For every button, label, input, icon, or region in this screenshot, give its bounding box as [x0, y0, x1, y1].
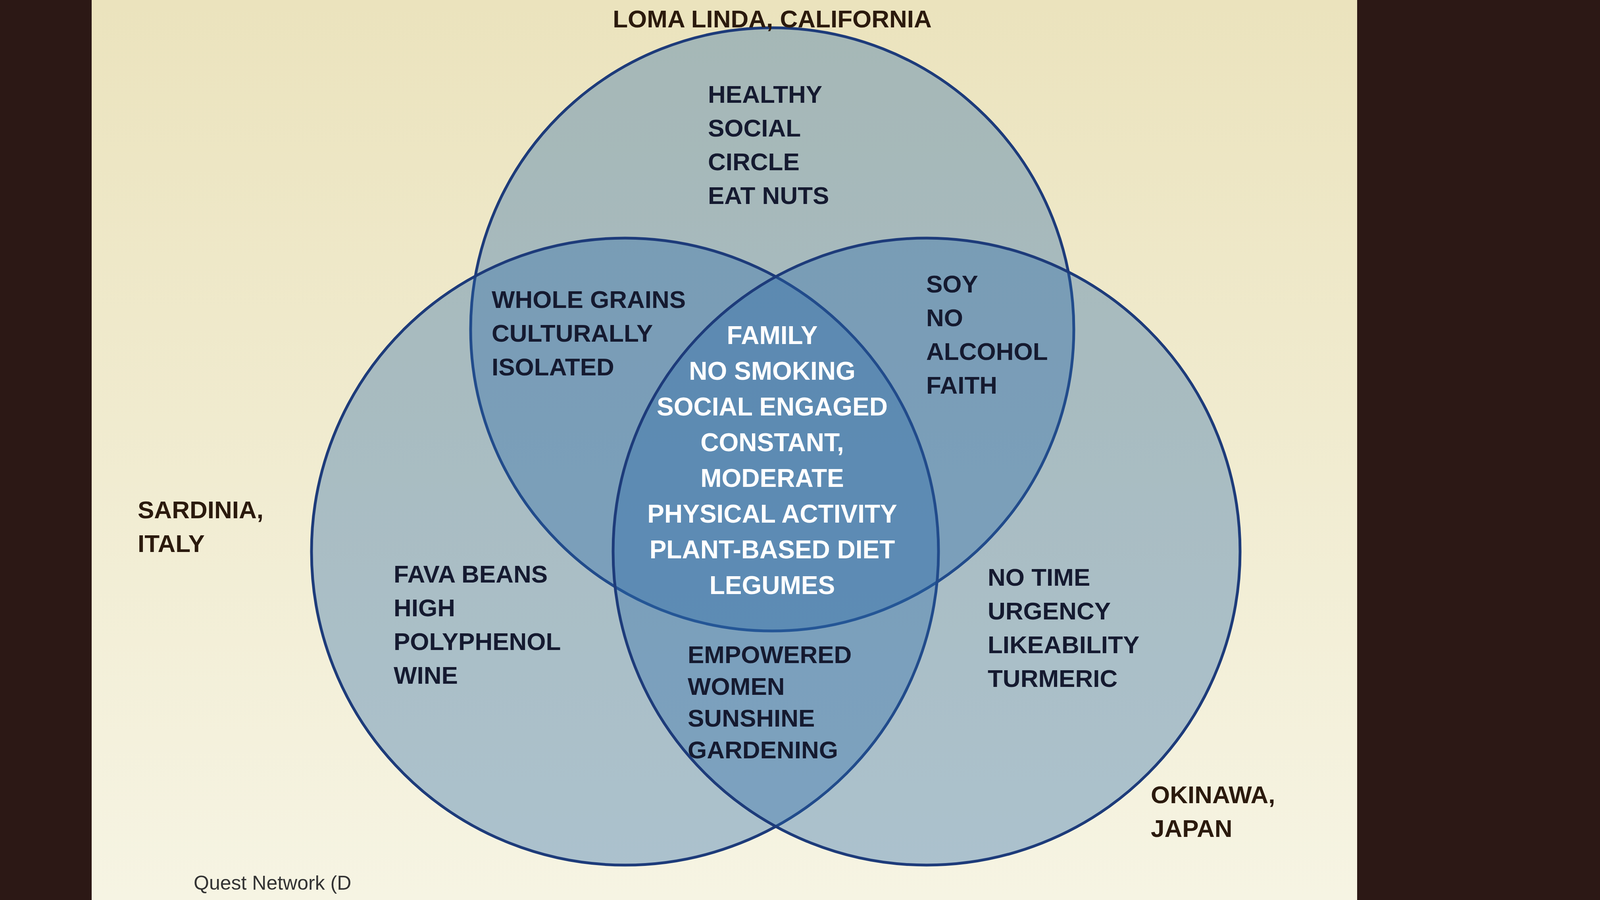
text-group: HEALTHY SOCIAL CIRCLEEAT NUTS [707, 77, 845, 213]
overlap-trait: EMPOWERED WOMEN [687, 638, 859, 703]
overlap-trait: NO ALCOHOL [926, 300, 1054, 369]
trait-item: FAVA BEANS [393, 557, 573, 591]
text-group: FAVA BEANSHIGH POLYPHENOL WINE [393, 557, 573, 693]
overlap-trait: FAITH [926, 368, 1054, 402]
shared-trait: NO SMOKING [633, 353, 912, 389]
text-group: NO TIME URGENCYLIKEABILITYTURMERIC [987, 560, 1151, 696]
shared-trait: SOCIAL ENGAGED [633, 388, 912, 425]
shared-trait: CONSTANT, MODERATE PHYSICAL ACTIVITY [633, 424, 912, 532]
projected-slide [91, 0, 1358, 900]
overlap-trait: GARDENING [687, 734, 859, 766]
shared-trait: PLANT-BASED DIET [633, 531, 912, 568]
shared-trait: LEGUMES [633, 567, 912, 604]
source-credit: Quest Network (D [193, 871, 512, 895]
text-group: Quest Network (D [193, 871, 512, 895]
trait-item: HEALTHY SOCIAL CIRCLE [707, 77, 845, 179]
shared-trait: FAMILY [633, 317, 912, 354]
trait-item: EAT NUTS [707, 178, 845, 213]
overlap-trait: WHOLE GRAINS [491, 282, 699, 317]
trait-item: TURMERIC [987, 661, 1151, 696]
text-group: EMPOWERED WOMENSUNSHINEGARDENING [687, 638, 859, 766]
text-group: WHOLE GRAINSCULTURALLY ISOLATED [491, 282, 699, 384]
text-group: FAMILYNO SMOKINGSOCIAL ENGAGEDCONSTANT, … [633, 317, 912, 604]
overlap-trait: SUNSHINE [687, 702, 859, 735]
region-heading: SARDINIA, ITALY [137, 492, 293, 561]
overlap-trait: SOY [926, 267, 1054, 301]
trait-item: LIKEABILITY [987, 627, 1151, 662]
overlap-trait: CULTURALLY ISOLATED [491, 316, 699, 384]
text-group: SARDINIA, ITALY [137, 492, 293, 561]
region-heading: OKINAWA, JAPAN [1150, 777, 1306, 846]
region-heading: LOMA LINDA, CALIFORNIA [494, 3, 1050, 35]
venn-circle-shape [613, 238, 1241, 866]
text-group: SOYNO ALCOHOLFAITH [926, 267, 1054, 402]
trait-item: NO TIME URGENCY [987, 560, 1151, 628]
text-group: LOMA LINDA, CALIFORNIA [494, 3, 1050, 35]
trait-item: HIGH POLYPHENOL WINE [393, 590, 573, 693]
text-group: OKINAWA, JAPAN [1150, 777, 1306, 846]
